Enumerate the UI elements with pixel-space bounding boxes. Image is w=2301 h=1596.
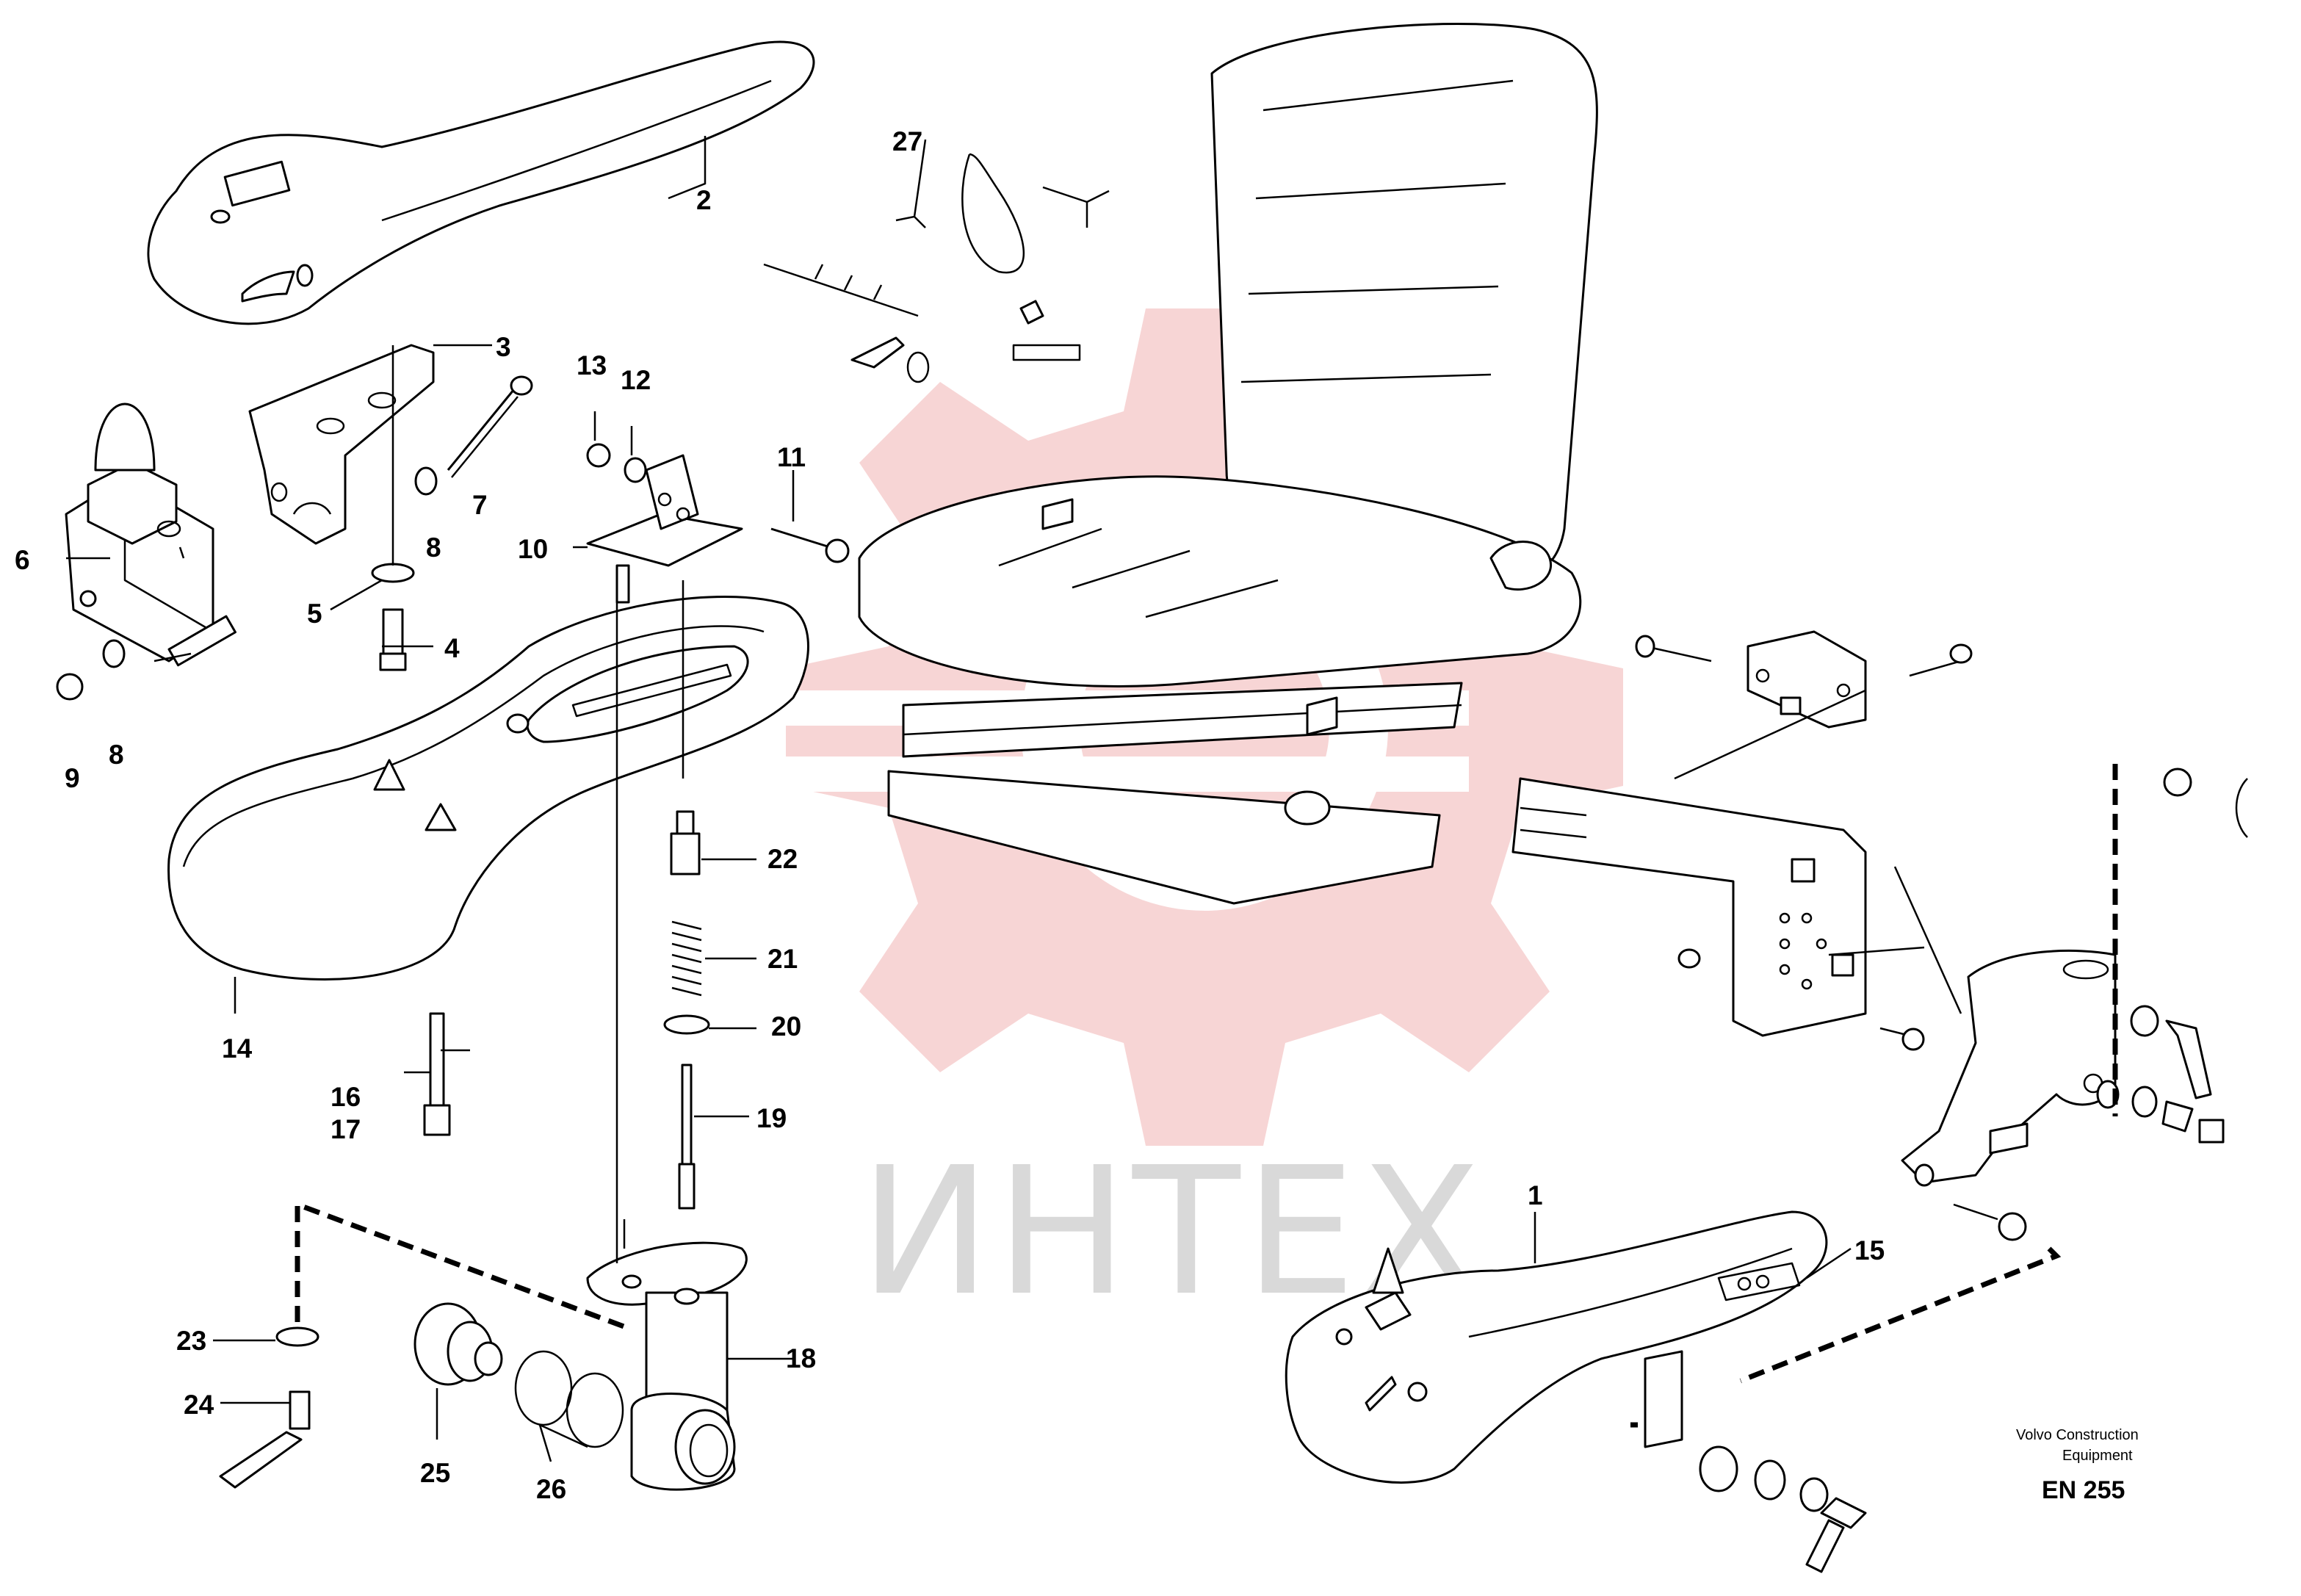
bolts-right: [1635, 635, 1973, 1051]
nut-part-13: [586, 443, 611, 468]
callout-18: 18: [786, 1343, 816, 1373]
callout-14: 14: [222, 1033, 253, 1064]
callout-24: 24: [184, 1390, 214, 1420]
callout-10: 10: [518, 534, 548, 564]
callout-19: 19: [756, 1103, 787, 1133]
swing-bracket: [1901, 949, 2117, 1187]
screw-part-16-17: [423, 1012, 451, 1136]
callout-4: 4: [444, 633, 460, 663]
callout-7: 7: [472, 490, 488, 520]
callout-25: 25: [420, 1458, 450, 1488]
callout-27: 27: [892, 126, 922, 156]
callout-16: 16: [330, 1082, 361, 1112]
bracket-part-3: [248, 344, 435, 545]
bushing-part-22: [670, 810, 701, 875]
callout-17: 17: [330, 1114, 361, 1144]
washer-part-12: [624, 457, 647, 483]
screw-part-11: [770, 527, 850, 563]
callout-12: 12: [621, 365, 651, 395]
cable-tie-part-27: [763, 153, 1081, 383]
callout-2: 2: [696, 185, 712, 215]
callout-20: 20: [771, 1011, 801, 1041]
side-bracket-plate: [1511, 777, 1867, 1037]
pin-part-19: [678, 1064, 696, 1210]
nut-washer-part-8-9: [56, 639, 126, 701]
callout-21: 21: [767, 944, 798, 974]
callout-8b: 8: [109, 740, 124, 770]
small-bracket-right: [1746, 630, 1867, 729]
callout-26: 26: [536, 1474, 566, 1504]
dashed-line-right: [1630, 764, 2118, 1428]
callout-5: 5: [307, 599, 322, 629]
brand-line-2: Equipment: [2062, 1448, 2133, 1464]
callout-6: 6: [15, 545, 30, 575]
star-washer-bottom: [1953, 1203, 2027, 1241]
armrest-pad-top: [147, 40, 815, 325]
leader-lines: [66, 136, 1962, 1462]
lever-part-24: [219, 1390, 311, 1489]
washer-part-20: [663, 1014, 710, 1035]
callout-1: 1: [1528, 1180, 1543, 1210]
brand-line-1: Volvo Construction: [2016, 1427, 2139, 1443]
callout-13: 13: [577, 350, 607, 380]
callout-9: 9: [65, 763, 80, 793]
armrest-assembly-part-1: [1285, 1210, 1867, 1573]
o-rings-part-26: [514, 1350, 624, 1448]
control-switch-part-6: [65, 402, 236, 667]
washer-part-23: [275, 1326, 319, 1347]
knob-right-upper: [2130, 1005, 2212, 1099]
star-washer-right: [2163, 768, 2248, 838]
callout-23: 23: [176, 1326, 206, 1356]
armrest-tray-part-14: [167, 596, 809, 981]
screw-part-4: [371, 563, 415, 671]
callout-8a: 8: [426, 532, 441, 563]
seat-assembly: [858, 23, 1598, 905]
diagram-code: EN 255: [2042, 1476, 2125, 1504]
callout-15: 15: [1854, 1235, 1885, 1265]
dashed-line-left: [295, 1200, 633, 1332]
callout-3: 3: [496, 332, 511, 362]
callout-labels: 1 2 3 4 5 6 7 8 8 9 10 11 12 13 14 15 16…: [15, 126, 1885, 1504]
post-part-18: [586, 1241, 748, 1491]
knob-part-25: [413, 1302, 503, 1386]
bracket-part-10: [586, 454, 743, 604]
callout-11: 11: [777, 442, 806, 472]
screw-part-7: [414, 375, 533, 496]
spring-part-21: [671, 920, 702, 997]
callout-22: 22: [767, 844, 798, 874]
